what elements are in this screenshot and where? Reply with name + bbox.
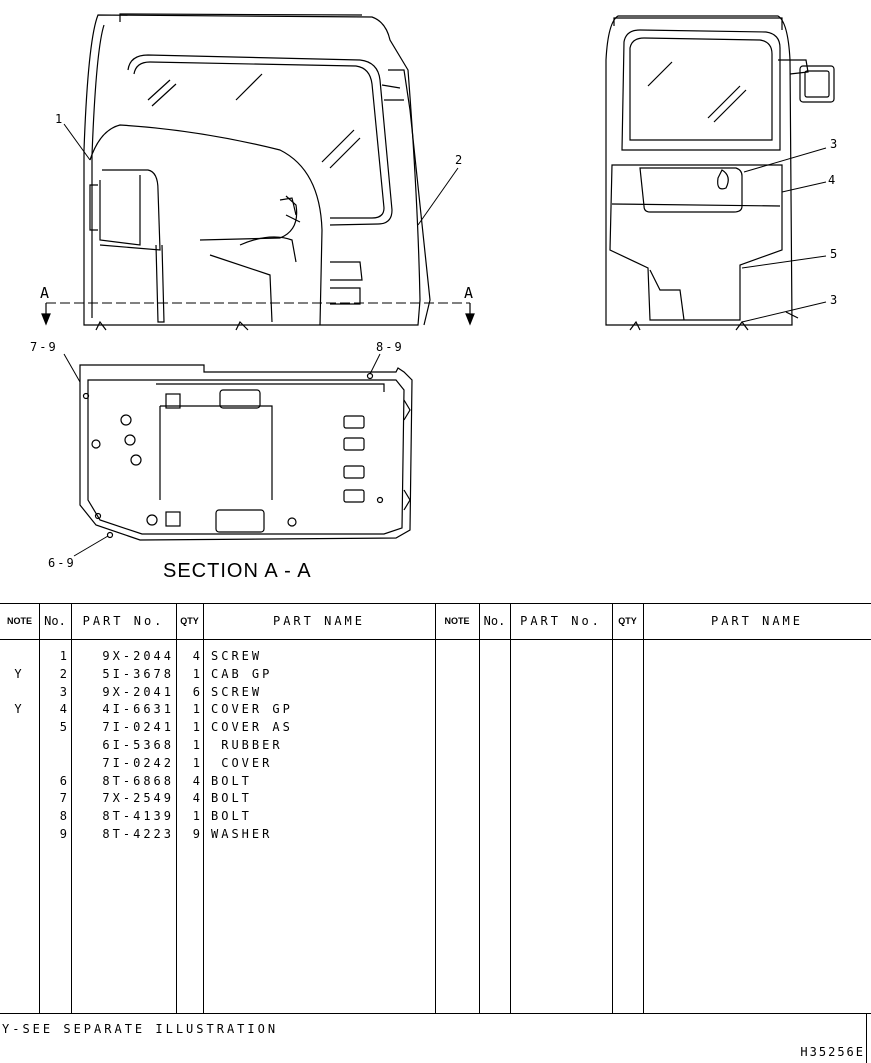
footer-right-border: [866, 1013, 867, 1063]
table-row: Y 2 5I-3678 1 CAB GP: [0, 666, 436, 684]
row-no: 1: [59, 649, 67, 663]
header-note: NOTE: [6, 616, 32, 626]
section-marker-a-left: A: [40, 284, 50, 302]
callout-2: 2: [455, 153, 463, 167]
floor-plan-section: [79, 364, 413, 541]
section-line-a-a: [41, 302, 475, 326]
row-qty: 1: [192, 720, 200, 735]
row-part-name: BOLT: [211, 791, 252, 806]
row-qty: 4: [192, 773, 200, 788]
callout-7-9: 7-9: [30, 340, 58, 354]
table-row: 3 9X-2041 6 SCREW: [0, 684, 436, 702]
callout-8-9: 8-9: [376, 340, 404, 354]
cab-rear-view: [605, 15, 835, 331]
row-part-name: COVER: [211, 755, 273, 770]
row-no: 5: [59, 720, 67, 735]
row-qty: 1: [192, 755, 200, 770]
row-part-no: 7I-0242: [102, 755, 174, 770]
row-part-no: 4I-6631: [102, 702, 174, 717]
table-row: 1 9X-2044 4 SCREW: [0, 648, 436, 666]
header-part-name: PART NAME: [272, 614, 366, 628]
row-note: Y: [14, 702, 22, 717]
parts-table: NOTE No. PART No. QTY PART NAME NOTE No.…: [0, 603, 871, 1013]
callout-5: 5: [830, 247, 838, 261]
table-row: 8 8T-4139 1 BOLT: [0, 808, 436, 826]
row-part-name: BOLT: [211, 809, 252, 824]
illustration-reference: H35256E: [800, 1045, 865, 1059]
callout-1: 1: [55, 112, 63, 126]
table-row: 5 7I-0241 1 COVER AS: [0, 719, 436, 737]
callout-3-upper: 3: [830, 137, 838, 151]
row-qty: 4: [192, 791, 200, 806]
footer-border: [0, 1013, 871, 1014]
footnote: Y-SEE SEPARATE ILLUSTRATION: [2, 1022, 279, 1036]
col-divider: [479, 603, 480, 1013]
callout-6-9: 6-9: [48, 556, 76, 570]
row-qty: 6: [192, 684, 200, 699]
header-no-right: No.: [483, 614, 506, 628]
row-part-name: COVER GP: [211, 702, 293, 717]
row-no: 9: [59, 827, 67, 841]
row-part-no: 9X-2041: [102, 684, 174, 699]
row-part-no: 9X-2044: [102, 649, 174, 663]
header-qty-right: QTY: [618, 616, 637, 626]
header-note-right: NOTE: [444, 616, 470, 626]
row-part-no: 8T-4139: [102, 809, 174, 824]
row-no: 7: [59, 791, 67, 806]
callout-3-lower: 3: [830, 293, 838, 307]
row-no: 3: [59, 684, 67, 699]
cab-line-drawing: [41, 13, 835, 557]
row-no: 6: [59, 773, 67, 788]
row-qty: 1: [192, 702, 200, 717]
row-note: Y: [14, 666, 22, 681]
row-no: 8: [59, 809, 67, 824]
callout-4: 4: [828, 173, 836, 187]
col-divider: [643, 603, 644, 1013]
page-footer: Y-SEE SEPARATE ILLUSTRATION H35256E: [0, 1013, 871, 1063]
table-row: 6I-5368 1 RUBBER: [0, 737, 436, 755]
row-qty: 1: [192, 809, 200, 824]
table-row: 7I-0242 1 COVER: [0, 755, 436, 773]
header-part-name-right: PART NAME: [710, 614, 804, 628]
row-part-no: 5I-3678: [102, 666, 174, 681]
row-part-no: 7X-2549: [102, 791, 174, 806]
col-divider: [71, 603, 72, 1013]
parts-illustration: 1 2 A A 3 4 5 3 7-9 8-9 6-9 SECTION A - …: [30, 13, 838, 582]
row-qty: 1: [192, 738, 200, 752]
header-part-no-right: PART No.: [520, 614, 602, 628]
col-divider: [612, 603, 613, 1013]
row-qty: 1: [192, 666, 200, 681]
header-part-no: PART No.: [82, 614, 165, 628]
section-marker-a-right: A: [464, 284, 474, 302]
row-part-no: 8T-4223: [102, 827, 174, 841]
header-qty: QTY: [180, 616, 199, 626]
row-part-name: COVER AS: [211, 720, 293, 735]
table-row: 9 8T-4223 9 WASHER: [0, 826, 436, 844]
table-row: Y 4 4I-6631 1 COVER GP: [0, 701, 436, 719]
row-part-no: 8T-6868: [102, 773, 174, 788]
section-title: SECTION A - A: [163, 560, 312, 582]
row-part-name: RUBBER: [211, 738, 283, 752]
row-part-name: SCREW: [211, 684, 263, 699]
row-part-name: WASHER: [211, 827, 273, 841]
row-part-name: CAB GP: [211, 666, 273, 681]
row-part-name: BOLT: [211, 773, 252, 788]
cab-side-view: [83, 13, 431, 331]
row-qty: 4: [192, 649, 200, 663]
row-no: 2: [59, 666, 67, 681]
row-no: 4: [59, 702, 67, 717]
table-row: 7 7X-2549 4 BOLT: [0, 790, 436, 808]
row-part-no: 7I-0241: [102, 720, 174, 735]
row-qty: 9: [192, 827, 200, 841]
col-divider: [176, 603, 177, 1013]
col-divider: [203, 603, 204, 1013]
row-part-name: SCREW: [211, 649, 263, 663]
row-part-no: 6I-5368: [102, 738, 174, 752]
col-divider: [39, 603, 40, 1013]
header-no: No.: [44, 614, 66, 628]
col-divider: [435, 603, 436, 1013]
table-row: 6 8T-6868 4 BOLT: [0, 773, 436, 791]
col-divider: [510, 603, 511, 1013]
